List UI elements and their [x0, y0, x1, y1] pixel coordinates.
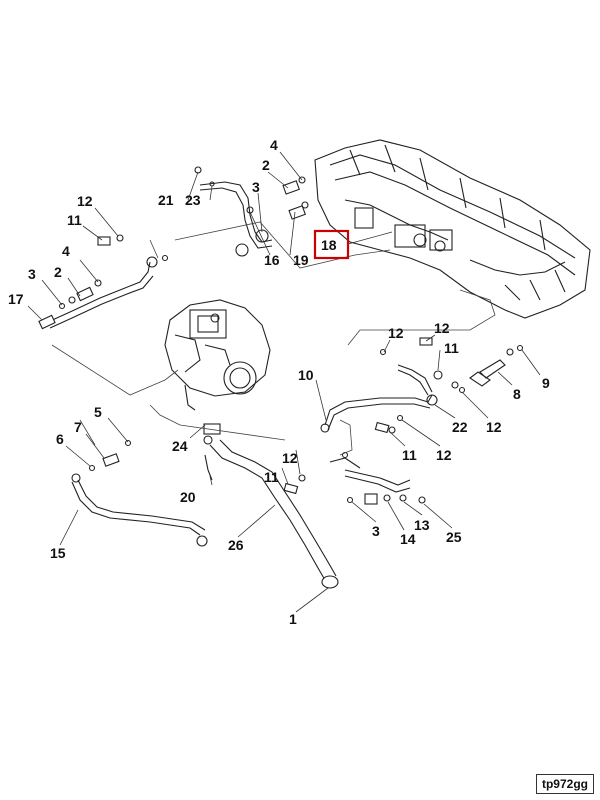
callout-9: 9 — [542, 375, 550, 391]
callout-13: 13 — [414, 517, 430, 533]
oil-supply-line-17 — [38, 254, 169, 330]
fittings-mid-right — [329, 414, 404, 469]
callout-21: 21 — [158, 192, 174, 208]
callout-12: 12 — [434, 320, 450, 336]
callout-12: 12 — [486, 419, 502, 435]
callout-12: 12 — [77, 193, 93, 209]
connector-part-8 — [451, 344, 524, 394]
callout-3: 3 — [252, 179, 260, 195]
callout-25: 25 — [446, 529, 462, 545]
callout-11: 11 — [402, 447, 417, 463]
callout-7: 7 — [74, 419, 82, 435]
drain-pipe-26 — [203, 423, 339, 589]
callout-26: 26 — [228, 537, 244, 553]
callout-24: 24 — [172, 438, 188, 454]
callout-20: 20 — [180, 489, 196, 505]
callout-16: 16 — [264, 252, 280, 268]
callout-17: 17 — [8, 291, 24, 307]
callout-11: 11 — [264, 469, 279, 485]
callout-12: 12 — [282, 450, 298, 466]
callout-4: 4 — [270, 137, 278, 153]
callout-2: 2 — [262, 157, 270, 173]
callout-23: 23 — [185, 192, 201, 208]
callout-19: 19 — [293, 252, 309, 268]
oil-return-line-10 — [320, 337, 443, 433]
callout-22: 22 — [452, 419, 468, 435]
callout-11: 11 — [67, 212, 82, 228]
oil-pipe-15 — [71, 439, 208, 547]
callout-18: 18 — [321, 237, 337, 253]
reference-code-label: tp972gg — [535, 774, 594, 794]
callout-12: 12 — [436, 447, 452, 463]
grouping-lines — [51, 221, 496, 456]
callout-3: 3 — [372, 523, 380, 539]
callout-12: 12 — [388, 325, 404, 341]
callout-1: 1 — [289, 611, 297, 627]
callout-14: 14 — [400, 531, 416, 547]
callout-6: 6 — [56, 431, 64, 447]
callout-11: 11 — [444, 340, 459, 356]
callout-3: 3 — [28, 266, 36, 282]
callout-labels: 4 2 3 21 23 12 11 18 16 19 4 3 2 17 12 1… — [8, 137, 550, 627]
callout-8: 8 — [513, 386, 521, 402]
fittings-lower-right — [344, 469, 426, 505]
leader-lines — [27, 151, 541, 613]
callout-2: 2 — [54, 264, 62, 280]
callout-5: 5 — [94, 404, 102, 420]
turbocharger-assembly — [164, 299, 271, 411]
callout-18-highlight-box — [313, 229, 350, 260]
cylinder-head-block — [314, 139, 591, 319]
callout-4: 4 — [62, 243, 70, 259]
fittings-left — [58, 234, 124, 310]
callout-15: 15 — [50, 545, 66, 561]
callout-10: 10 — [298, 367, 314, 383]
